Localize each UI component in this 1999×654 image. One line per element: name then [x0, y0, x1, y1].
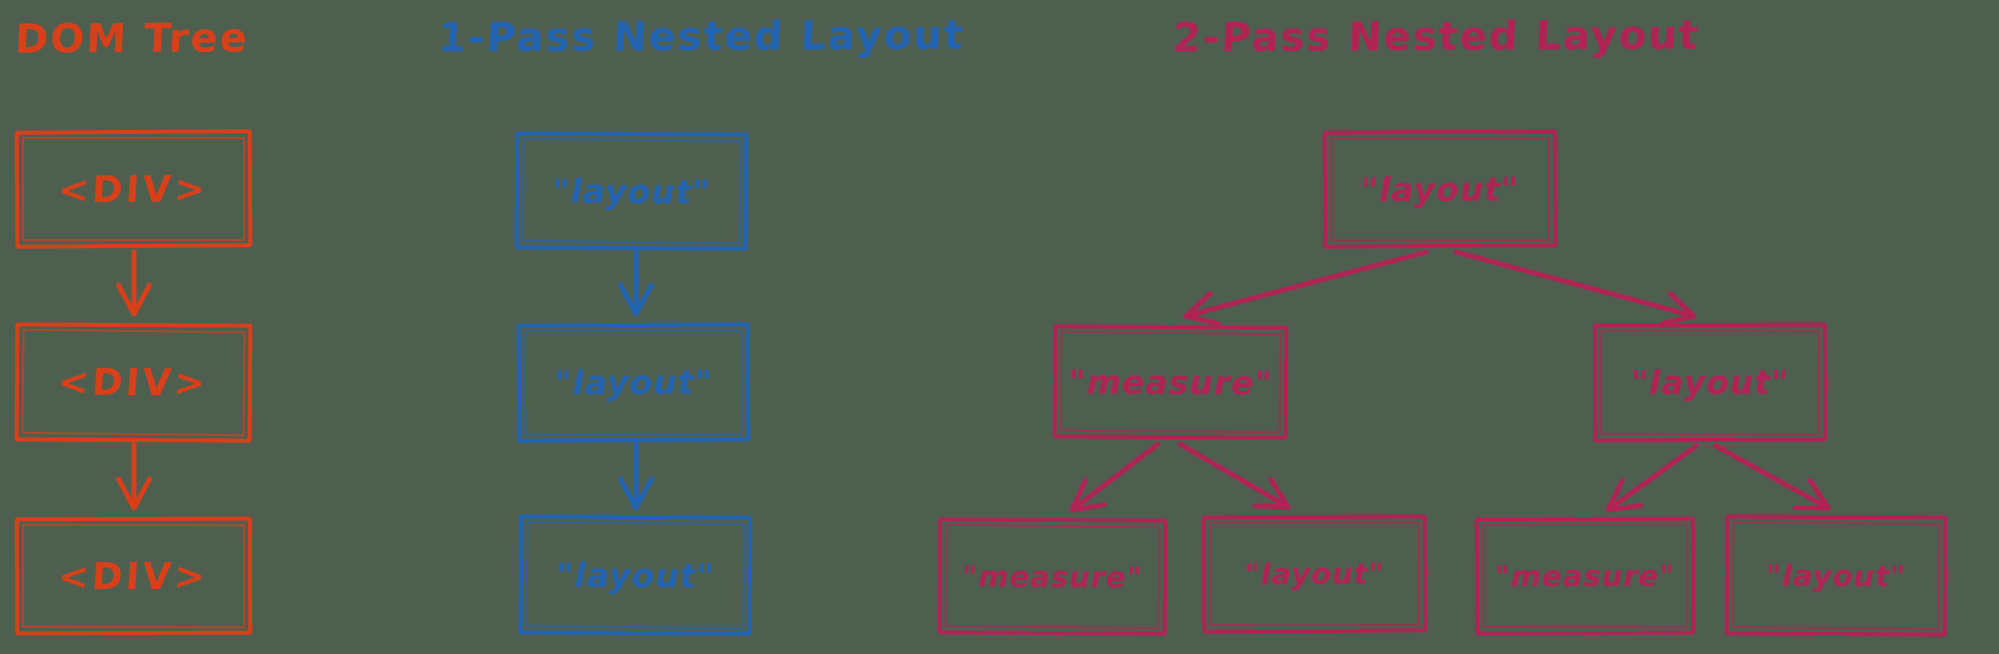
twopass-arrow-root-right — [1453, 249, 1694, 316]
dom-node-3-label: <DIV> — [57, 554, 210, 598]
twopass-arrow-root-left — [1186, 249, 1429, 316]
twopass-leaf-measure-1: "measure" — [937, 517, 1168, 636]
twopass-measure-node-label: "measure" — [1068, 361, 1273, 403]
dom-node-1: <DIV> — [14, 129, 253, 249]
twopass-leaf-3-label: "measure" — [1494, 558, 1676, 594]
twopass-leaf-2-label: "layout" — [1244, 556, 1385, 592]
dom-tree-title: DOM Tree — [13, 15, 250, 63]
onepass-node-2-label: "layout" — [554, 362, 713, 403]
dom-node-3: <DIV> — [14, 516, 253, 636]
twopass-root: "layout" — [1322, 129, 1558, 249]
twopass-arrow-measure-right — [1177, 441, 1288, 507]
onepass-node-1: "layout" — [514, 131, 749, 251]
twopass-leaf-1-label: "measure" — [962, 559, 1143, 594]
one-pass-title: 1-Pass Nested Layout — [436, 12, 966, 62]
two-pass-title: 2-Pass Nested Layout — [1171, 12, 1701, 62]
twopass-arrow-layout-left — [1608, 443, 1699, 510]
onepass-node-2: "layout" — [516, 322, 751, 443]
twopass-leaf-measure-2: "measure" — [1474, 516, 1696, 636]
dom-node-1-label: <DIV> — [57, 167, 210, 211]
twopass-leaf-layout-2: "layout" — [1724, 514, 1948, 637]
twopass-measure-node: "measure" — [1052, 324, 1289, 440]
twopass-layout-node-label: "layout" — [1630, 362, 1790, 403]
onepass-node-3-label: "layout" — [556, 555, 715, 595]
twopass-arrow-layout-right — [1713, 443, 1828, 508]
twopass-leaf-4-label: "layout" — [1765, 558, 1907, 593]
twopass-root-label: "layout" — [1360, 169, 1520, 209]
twopass-layout-node: "layout" — [1592, 322, 1828, 443]
dom-node-2-label: <DIV> — [56, 360, 211, 405]
onepass-node-1-label: "layout" — [552, 171, 711, 211]
twopass-leaf-layout-1: "layout" — [1201, 514, 1428, 634]
dom-node-2: <DIV> — [14, 322, 253, 443]
onepass-node-3: "layout" — [518, 514, 753, 636]
twopass-arrow-measure-left — [1072, 441, 1161, 510]
